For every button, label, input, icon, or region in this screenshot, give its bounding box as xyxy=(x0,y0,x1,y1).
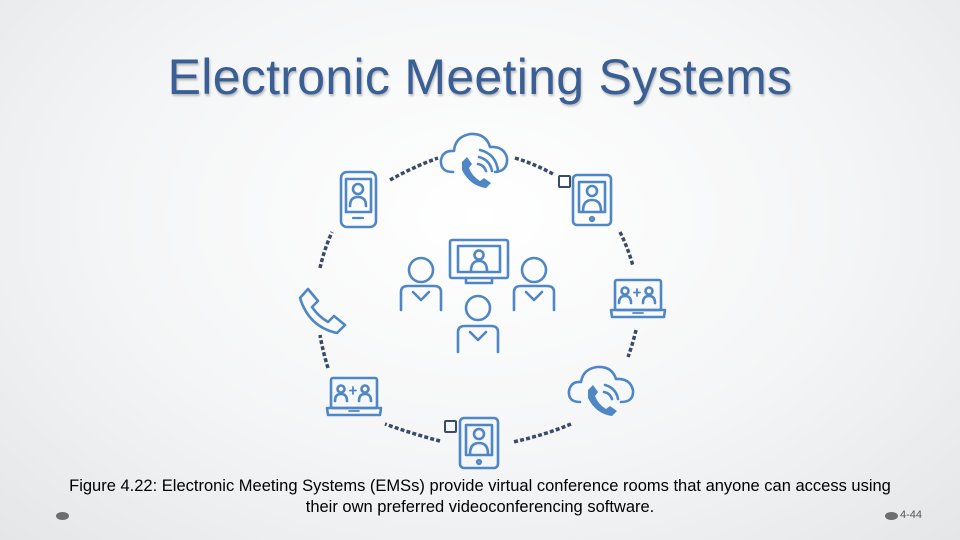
caption-line-2: their own preferred videoconferencing so… xyxy=(305,498,655,516)
phone-handset-icon xyxy=(298,287,347,335)
ring-segment xyxy=(514,156,554,176)
cloud-phone-icon xyxy=(567,365,635,416)
ring-segment xyxy=(318,231,334,269)
smartphone-user-icon xyxy=(339,170,378,229)
ring-segment xyxy=(384,422,441,443)
laptop-conference-icon xyxy=(609,278,667,319)
figure-caption: Figure 4.22: Electronic Meeting Systems … xyxy=(30,476,930,518)
ring-segment xyxy=(318,334,330,369)
ring-segment xyxy=(389,156,439,182)
tablet-user-icon xyxy=(444,416,500,470)
laptop-conference-icon xyxy=(325,376,383,417)
page-number: 4-44 xyxy=(900,509,923,521)
ring-segment xyxy=(618,231,635,267)
decorative-dot-left xyxy=(56,512,69,520)
slide-title: Electronic Meeting Systems xyxy=(167,49,793,105)
decorative-dot-right xyxy=(885,512,898,520)
dashed-ring xyxy=(318,156,638,444)
ring-segment xyxy=(512,422,572,444)
tablet-user-icon xyxy=(558,173,613,227)
meeting-group-icon xyxy=(399,238,556,354)
caption-line-1: Figure 4.22: Electronic Meeting Systems … xyxy=(69,477,891,495)
cloud-phone-icon xyxy=(439,132,509,188)
ring-segment xyxy=(626,329,638,358)
